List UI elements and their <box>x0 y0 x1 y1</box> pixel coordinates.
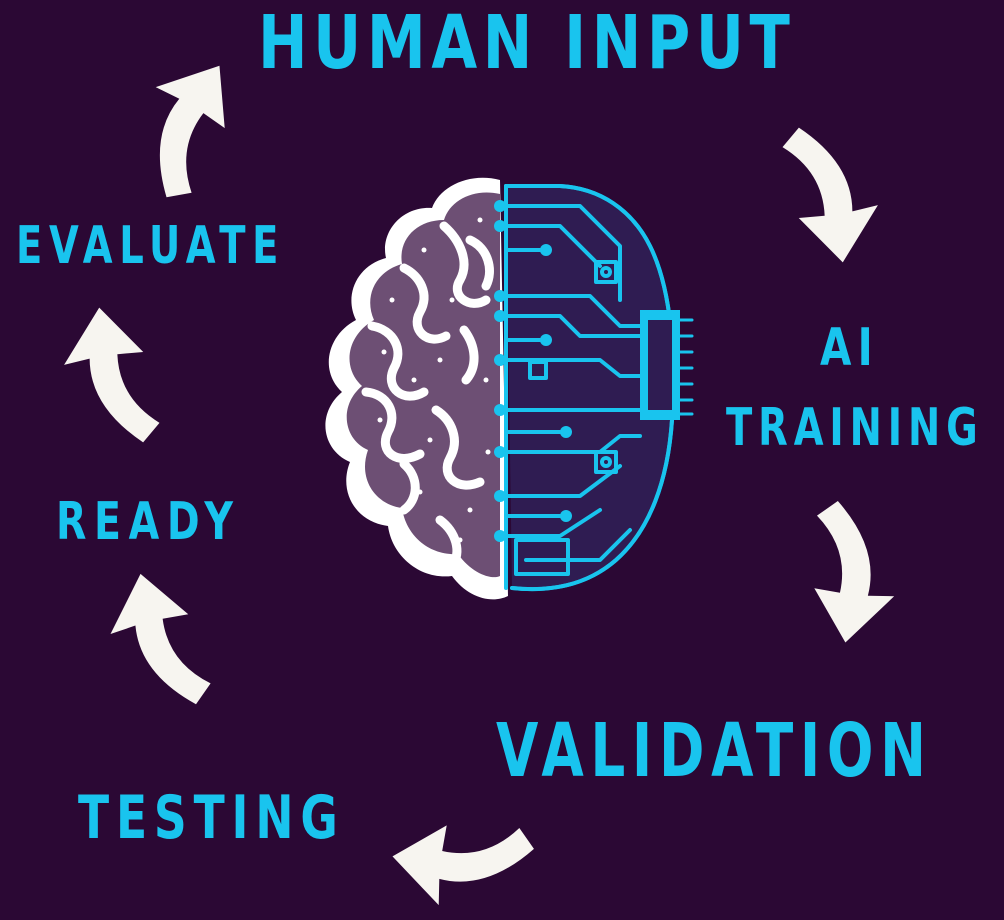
arrow-human-to-ai-icon <box>780 121 883 267</box>
stage-label-ai: AI <box>820 318 879 378</box>
stage-label-testing: TESTING <box>78 783 345 853</box>
stage-label-validation: VALIDATION <box>496 708 933 794</box>
arrow-evaluate-to-human-icon <box>107 42 261 208</box>
arrow-ready-to-evaluate-icon <box>59 303 162 449</box>
circuit-half-icon <box>504 184 694 592</box>
stage-label-evaluate: EVALUATE <box>16 216 286 276</box>
brain-circuit-icon <box>325 177 694 600</box>
circuit-nodes-icon <box>494 200 572 542</box>
stage-label-ready: READY <box>56 492 241 552</box>
brain-half-icon <box>325 177 508 600</box>
arrow-validation-to-testing-icon <box>385 807 538 920</box>
arrow-testing-to-ready-icon <box>101 565 214 717</box>
stage-label-human-input: HUMAN INPUT <box>258 0 796 86</box>
stage-label-training: TRAINING <box>726 398 984 458</box>
arrow-ai-to-validation-icon <box>796 497 909 650</box>
